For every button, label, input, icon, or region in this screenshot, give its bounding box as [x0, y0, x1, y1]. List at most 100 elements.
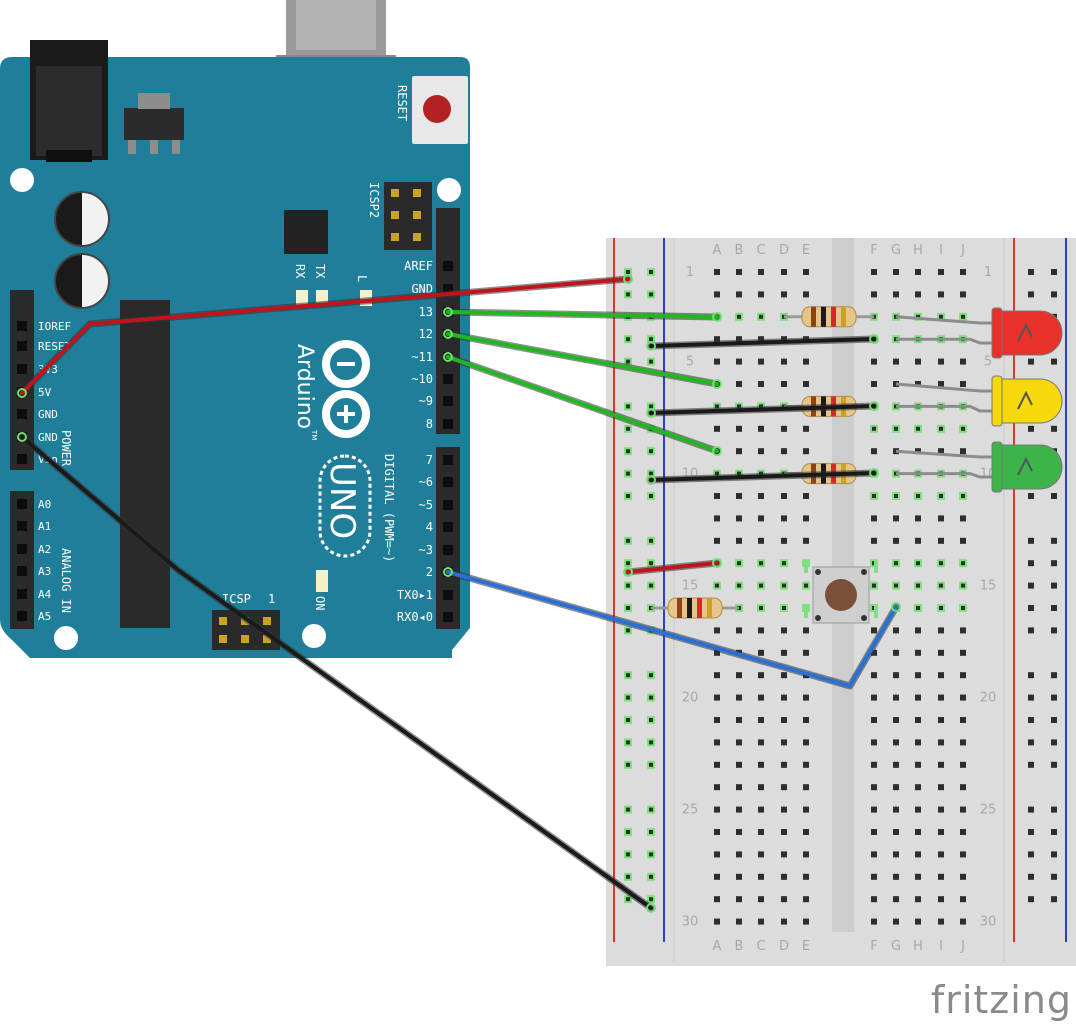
breadboard-hole[interactable]	[893, 829, 899, 835]
breadboard-hole[interactable]	[758, 269, 764, 275]
breadboard-hole[interactable]	[758, 694, 764, 701]
breadboard-hole[interactable]	[959, 312, 967, 321]
wire-pin13[interactable]	[443, 307, 722, 322]
wire-5v-button[interactable]	[623, 558, 722, 577]
rail-hole[interactable]	[624, 290, 632, 299]
breadboard-hole[interactable]	[915, 269, 921, 275]
digital-pin-socket[interactable]	[443, 477, 453, 487]
breadboard-hole[interactable]	[938, 829, 944, 835]
rail-hole[interactable]	[624, 536, 632, 545]
breadboard-hole[interactable]	[758, 761, 764, 768]
breadboard-hole[interactable]	[736, 829, 742, 835]
breadboard-hole[interactable]	[871, 806, 877, 813]
breadboard-hole[interactable]	[915, 515, 921, 522]
breadboard-hole[interactable]	[959, 559, 967, 568]
breadboard-hole[interactable]	[736, 448, 742, 455]
rail-hole[interactable]	[1028, 873, 1034, 880]
analog-pin-socket[interactable]	[17, 566, 27, 576]
breadboard-hole[interactable]	[893, 784, 899, 791]
rail-hole[interactable]	[647, 828, 655, 836]
breadboard-hole[interactable]	[803, 537, 809, 544]
rail-hole[interactable]	[1028, 582, 1034, 589]
breadboard-hole[interactable]	[781, 694, 787, 701]
breadboard-hole[interactable]	[735, 312, 743, 321]
rail-hole[interactable]	[1028, 605, 1034, 611]
led[interactable]	[895, 375, 1063, 427]
breadboard-hole[interactable]	[736, 672, 742, 679]
power-pin-socket[interactable]	[17, 364, 27, 374]
breadboard-hole[interactable]	[915, 649, 921, 656]
rail-hole[interactable]	[624, 626, 632, 635]
breadboard-hole[interactable]	[714, 493, 720, 499]
rail-hole[interactable]	[647, 850, 655, 859]
rail-hole[interactable]	[1051, 269, 1057, 275]
analog-pin-socket[interactable]	[17, 611, 27, 621]
breadboard-hole[interactable]	[757, 312, 765, 321]
breadboard-hole[interactable]	[871, 761, 877, 768]
breadboard-hole[interactable]	[938, 739, 944, 746]
analog-pin-socket[interactable]	[17, 521, 27, 531]
breadboard-hole[interactable]	[781, 717, 787, 723]
breadboard-hole[interactable]	[758, 448, 764, 455]
breadboard-hole[interactable]	[714, 873, 720, 880]
breadboard-hole[interactable]	[915, 448, 921, 455]
breadboard-hole[interactable]	[893, 761, 899, 768]
breadboard-hole[interactable]	[871, 672, 877, 679]
breadboard-hole[interactable]	[780, 604, 788, 612]
breadboard-hole[interactable]	[871, 358, 877, 365]
rail-hole[interactable]	[624, 716, 632, 724]
breadboard-hole[interactable]	[960, 627, 966, 634]
breadboard-hole[interactable]	[960, 829, 966, 835]
rail-hole[interactable]	[1051, 605, 1057, 611]
analog-pin-socket[interactable]	[17, 589, 27, 599]
wire-gnd-led2[interactable]	[646, 401, 879, 418]
breadboard-hole[interactable]	[960, 649, 966, 656]
breadboard-hole[interactable]	[871, 269, 877, 275]
breadboard-hole[interactable]	[714, 649, 720, 656]
breadboard-hole[interactable]	[960, 381, 966, 387]
analog-pin-socket[interactable]	[17, 544, 27, 554]
breadboard-hole[interactable]	[871, 918, 877, 925]
breadboard-hole[interactable]	[714, 761, 720, 768]
breadboard-hole[interactable]	[781, 829, 787, 835]
breadboard-hole[interactable]	[736, 291, 742, 298]
breadboard-hole[interactable]	[736, 269, 742, 275]
breadboard-hole[interactable]	[915, 784, 921, 791]
rail-hole[interactable]	[1028, 560, 1034, 567]
breadboard-hole[interactable]	[871, 448, 877, 455]
digital-pin-socket[interactable]	[443, 590, 453, 600]
breadboard-hole[interactable]	[914, 581, 922, 590]
breadboard-hole[interactable]	[915, 896, 921, 903]
breadboard-hole[interactable]	[915, 627, 921, 634]
breadboard-hole[interactable]	[871, 873, 877, 880]
breadboard-hole[interactable]	[893, 358, 899, 365]
rail-hole[interactable]	[1028, 829, 1034, 835]
breadboard-hole[interactable]	[893, 627, 899, 634]
breadboard-hole[interactable]	[938, 515, 944, 522]
breadboard-hole[interactable]	[736, 896, 742, 903]
breadboard-hole[interactable]	[781, 851, 787, 858]
breadboard-hole[interactable]	[915, 537, 921, 544]
breadboard-hole[interactable]	[871, 537, 877, 544]
led[interactable]	[895, 441, 1063, 493]
breadboard-hole[interactable]	[915, 873, 921, 880]
breadboard-hole[interactable]	[758, 493, 764, 499]
rail-hole[interactable]	[1028, 717, 1034, 723]
breadboard-hole[interactable]	[780, 581, 788, 590]
breadboard-hole[interactable]	[758, 425, 764, 432]
rail-hole[interactable]	[1028, 806, 1034, 813]
breadboard-hole[interactable]	[758, 381, 764, 387]
rail-hole[interactable]	[647, 693, 655, 702]
breadboard-hole[interactable]	[781, 806, 787, 813]
breadboard-hole[interactable]	[803, 806, 809, 813]
breadboard-hole[interactable]	[803, 896, 809, 903]
breadboard-hole[interactable]	[938, 291, 944, 298]
digital-pin-socket[interactable]	[443, 284, 453, 294]
rail-hole[interactable]	[1028, 291, 1034, 298]
breadboard-hole[interactable]	[735, 581, 743, 590]
rail-hole[interactable]	[624, 581, 632, 590]
breadboard-hole[interactable]	[781, 269, 787, 275]
breadboard-hole[interactable]	[781, 761, 787, 768]
breadboard-hole[interactable]	[781, 493, 787, 499]
breadboard-hole[interactable]	[803, 873, 809, 880]
